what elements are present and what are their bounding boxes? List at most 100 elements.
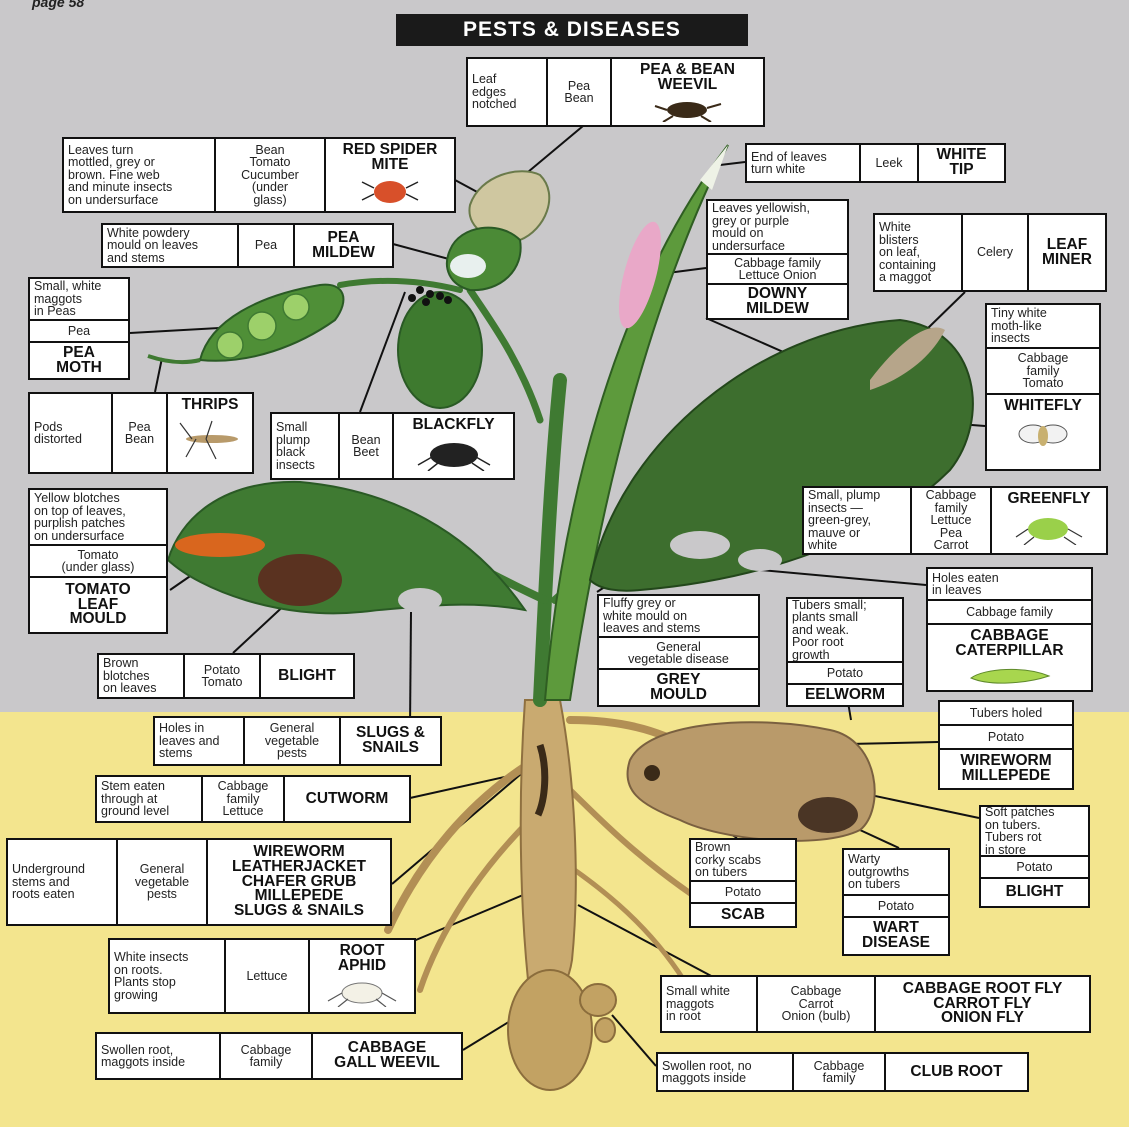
caterpillar-hole-1 bbox=[670, 531, 730, 559]
symptom-text: Holes eaten in leaves bbox=[928, 569, 1091, 601]
pest-name: BLIGHT bbox=[278, 666, 336, 684]
pest-name: LEAF MINER bbox=[1042, 235, 1092, 268]
symptom-text: Pods distorted bbox=[30, 394, 113, 472]
symptom-text: Brown blotches on leaves bbox=[99, 655, 185, 697]
pest-name: EELWORM bbox=[804, 685, 886, 703]
label-thrips: Pods distorted Pea Bean THRIPS bbox=[28, 392, 254, 474]
symptom-text: Underground stems and roots eaten bbox=[8, 840, 118, 924]
label-cabbage-root-fly: Small white maggots in root Cabbage Carr… bbox=[660, 975, 1091, 1033]
pest-name: PEA MOTH bbox=[56, 343, 102, 376]
bean-leaf bbox=[397, 291, 483, 409]
label-pea-moth: Small, white maggots in Peas Pea PEA MOT… bbox=[28, 277, 130, 380]
symptom-text: Tubers holed bbox=[940, 702, 1072, 726]
symptom-text: Fluffy grey or white mould on leaves and… bbox=[599, 596, 758, 638]
label-pea-bean-weevil: Leaf edges notched Pea Bean PEA & BEAN W… bbox=[466, 57, 765, 127]
label-eelworm: Tubers small; plants small and weak. Poo… bbox=[786, 597, 904, 707]
symptom-text: Swollen root, no maggots inside bbox=[658, 1054, 794, 1090]
pest-name-text: GREENFLY bbox=[1007, 490, 1091, 507]
plants-text: Tomato (under glass) bbox=[30, 546, 166, 578]
label-white-tip: End of leaves turn white Leek WHITE TIP bbox=[745, 143, 1006, 183]
label-leaf-miner: White blisters on leaf, containing a mag… bbox=[873, 213, 1107, 292]
label-blight-leaf: Brown blotches on leaves Potato Tomato B… bbox=[97, 653, 355, 699]
symptom-text: Tiny white moth-like insects bbox=[987, 305, 1099, 349]
symptom-text: Leaves turn mottled, grey or brown. Fine… bbox=[64, 139, 216, 211]
symptom-text: Small white maggots in root bbox=[662, 977, 758, 1031]
label-slugs-snails: Holes in leaves and stems General vegeta… bbox=[153, 716, 442, 766]
pest-name: SCAB bbox=[721, 905, 765, 923]
symptom-text: Brown corky scabs on tubers bbox=[691, 840, 795, 882]
symptom-text: Soft patches on tubers. Tubers rot in st… bbox=[981, 807, 1088, 857]
pest-name: CABBAGE ROOT FLY CARROT FLY ONION FLY bbox=[902, 979, 1063, 1027]
plants-text: Cabbage family Tomato bbox=[987, 349, 1099, 395]
label-club-root: Swollen root, no maggots inside Cabbage … bbox=[656, 1052, 1029, 1092]
pest-name-text: CABBAGE CATERPILLAR bbox=[955, 627, 1064, 659]
pest-name: WHITEFLY bbox=[987, 395, 1099, 469]
pest-name: PEA MILDEW bbox=[312, 228, 375, 261]
plants-text: Pea bbox=[30, 321, 128, 343]
pod-tip bbox=[147, 354, 201, 365]
spider-mite-icon bbox=[361, 181, 419, 204]
plants-text: Leek bbox=[861, 145, 919, 181]
weevil-icon bbox=[654, 102, 721, 123]
pest-name: GREENFLY bbox=[992, 488, 1106, 553]
plants-text: General vegetable disease bbox=[599, 638, 758, 670]
symptom-text: White blisters on leaf, containing a mag… bbox=[875, 215, 963, 290]
pest-name-text: ROOT APHID bbox=[337, 942, 387, 974]
leaf-miner-blotch bbox=[870, 327, 945, 390]
greenfly-icon bbox=[1015, 517, 1083, 545]
pest-name: WIREWORM MILLEPEDE bbox=[960, 752, 1052, 784]
symptom-text: Small, plump insects — green-grey, mauve… bbox=[804, 488, 912, 553]
label-whitefly: Tiny white moth-like insects Cabbage fam… bbox=[985, 303, 1101, 471]
plants-text: Pea Bean bbox=[113, 394, 168, 472]
plants-text: Cabbage family bbox=[928, 601, 1091, 625]
plants-text: Cabbage family Lettuce Onion bbox=[708, 255, 847, 285]
pest-name: WIREWORM LEATHERJACKET CHAFER GRUB MILLE… bbox=[231, 843, 367, 920]
plants-text: Cabbage Carrot Onion (bulb) bbox=[758, 977, 876, 1031]
caterpillar-hole-2 bbox=[738, 549, 782, 571]
pest-name: TOMATO LEAF MOULD bbox=[65, 580, 131, 628]
wart-growth bbox=[798, 797, 858, 833]
plants-text: Lettuce bbox=[226, 940, 310, 1012]
thrips-icon bbox=[179, 420, 238, 459]
symptom-text: White insects on roots. Plants stop grow… bbox=[110, 940, 226, 1012]
powdery-mildew-patch bbox=[450, 254, 486, 278]
symptom-text: Small, white maggots in Peas bbox=[30, 279, 128, 321]
downy-mildew-patch bbox=[618, 221, 662, 329]
slug-hole bbox=[398, 588, 442, 612]
pest-name-text: THRIPS bbox=[181, 396, 239, 413]
whitefly-icon bbox=[1018, 424, 1068, 446]
symptom-text: End of leaves turn white bbox=[747, 145, 861, 181]
label-wireworm-millepede: Tubers holed Potato WIREWORM MILLEPEDE bbox=[938, 700, 1074, 790]
label-grey-mould: Fluffy grey or white mould on leaves and… bbox=[597, 594, 760, 707]
pest-name: CLUB ROOT bbox=[910, 1062, 1003, 1080]
label-greenfly: Small, plump insects — green-grey, mauve… bbox=[802, 486, 1108, 555]
label-blight-tuber: Soft patches on tubers. Tubers rot in st… bbox=[979, 805, 1090, 908]
pest-name-text: PEA & BEAN WEEVIL bbox=[639, 61, 736, 93]
pest-name-text: BLACKFLY bbox=[412, 416, 495, 433]
plants-text: Cabbage family bbox=[794, 1054, 886, 1090]
stem-damage bbox=[534, 743, 549, 817]
symptom-text: Swollen root, maggots inside bbox=[97, 1034, 221, 1078]
label-scab: Brown corky scabs on tubers Potato SCAB bbox=[689, 838, 797, 928]
pest-name: RED SPIDER MITE bbox=[326, 139, 454, 211]
blackfly-cluster bbox=[408, 286, 452, 306]
plants-text: Pea bbox=[239, 225, 295, 266]
blight-patch bbox=[258, 554, 342, 606]
symptom-text: White powdery mould on leaves and stems bbox=[103, 225, 239, 266]
pest-name: WART DISEASE bbox=[861, 919, 931, 951]
plants-text: Bean Tomato Cucumber (under glass) bbox=[216, 139, 326, 211]
label-red-spider-mite: Leaves turn mottled, grey or brown. Fine… bbox=[62, 137, 456, 213]
symptom-text: Stem eaten through at ground level bbox=[97, 777, 203, 821]
pest-name: BLACKFLY bbox=[394, 414, 513, 478]
peas bbox=[216, 293, 310, 359]
symptom-text: Holes in leaves and stems bbox=[155, 718, 245, 764]
pest-name: CABBAGE GALL WEEVIL bbox=[334, 1039, 440, 1071]
label-wireworm-group: Underground stems and roots eaten Genera… bbox=[6, 838, 392, 926]
white-tip bbox=[700, 145, 728, 190]
pest-name-text: WHITEFLY bbox=[1004, 397, 1082, 414]
symptom-text: Yellow blotches on top of leaves, purpli… bbox=[30, 490, 166, 546]
label-wart-disease: Warty outgrowths on tubers Potato WART D… bbox=[842, 848, 950, 956]
symptom-text: Warty outgrowths on tubers bbox=[844, 850, 948, 896]
plants-text: Potato bbox=[940, 726, 1072, 750]
